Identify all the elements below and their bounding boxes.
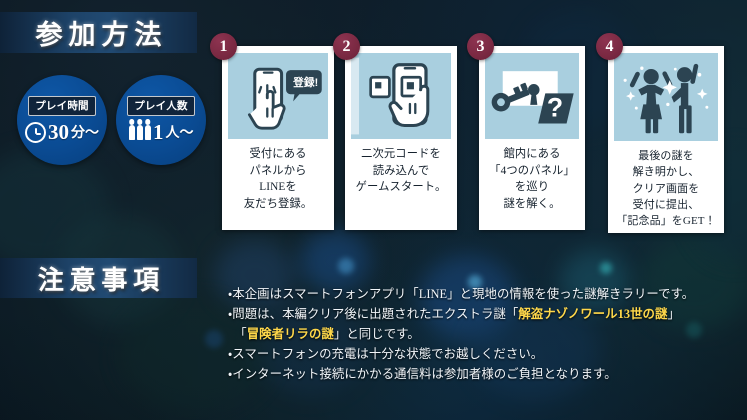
- note-item: ・スマートフォンの充電は十分な状態でお越しください。: [228, 344, 740, 364]
- step-number-badge-4: 4: [596, 33, 623, 60]
- notes-list: ・本企画はスマートフォンアプリ「LINE」と現地の情報を使った謎解きラリーです。…: [228, 284, 740, 384]
- section-title-notes: 注意事項: [37, 265, 165, 295]
- section-title-join: 参加方法: [35, 20, 168, 50]
- celebrating-people-icon: [614, 56, 718, 138]
- step-illustration-2: [351, 53, 451, 139]
- note-item: ・インターネット接続にかかる通信料は参加者様のご負担となります。: [228, 364, 740, 384]
- note-text: インターネット接続にかかる通信料は参加者様のご負担となります。: [232, 367, 617, 382]
- player-count-label: プレイ人数: [127, 95, 195, 116]
- step-illustration-1: 登録!: [228, 53, 328, 139]
- clock-icon: [25, 121, 46, 143]
- people-icon: [128, 124, 151, 140]
- step-card-text-2: 二次元コードを 読み込んで ゲームスタート。: [355, 148, 447, 194]
- step-illustration-4: [614, 53, 718, 141]
- note-item: ・問題は、本編クリア後に出題されたエクストラ謎「解盗ナゾノワール13世の謎」: [228, 304, 740, 324]
- note-text: 」: [667, 307, 680, 322]
- step-card-text-1: 受付にある パネルから LINEを 友だち登録。: [243, 148, 313, 211]
- play-time-unit: 分～: [71, 126, 99, 141]
- player-count-unit: 人～: [165, 126, 194, 141]
- step1-art-label: 登録!: [292, 76, 318, 89]
- hand-tapping-phone-icon: 登録!: [228, 57, 328, 135]
- note-bullet: ・: [228, 367, 233, 382]
- info-badge-player-count: プレイ人数 1 人～: [116, 75, 206, 165]
- section-banner-join: 参加方法: [0, 12, 197, 53]
- player-count-value: 1: [153, 119, 164, 144]
- note-item: 「冒険者リラの謎」と同じです。: [228, 324, 740, 344]
- step-card-4: 4: [596, 33, 724, 233]
- player-count-value-row: 1 人～: [128, 119, 194, 145]
- info-badge-play-time: プレイ時間 30 分～: [17, 75, 107, 165]
- play-time-value-row: 30 分～: [25, 120, 99, 145]
- key-and-question-panel-icon: ?: [485, 57, 579, 135]
- note-item: ・本企画はスマートフォンアプリ「LINE」と現地の情報を使った謎解きラリーです。: [228, 284, 740, 304]
- note-bullet: ・: [228, 287, 233, 301]
- note-text: 本企画はスマートフォンアプリ「LINE」と現地の情報を使った謎解きラリーです。: [232, 287, 695, 301]
- step-card-text-3: 館内にある 「4つのパネル」 を巡り 謎を解く。: [489, 148, 575, 211]
- note-text: 「: [240, 327, 247, 342]
- note-highlight: 冒険者リラの謎: [246, 327, 334, 342]
- step-card-1: 1 登録! 受付にある パネルから LINEを 友だち登録。: [210, 33, 334, 230]
- step-card-3: 3 ? 館内にある 「4つのパネル」 を巡り 謎: [467, 33, 585, 230]
- step-number-badge-2: 2: [333, 33, 360, 60]
- section-banner-notes: 注意事項: [0, 258, 197, 298]
- note-text: スマートフォンの充電は十分な状態でお越しください。: [232, 347, 544, 362]
- step-number-badge-3: 3: [467, 33, 494, 60]
- step-card-text-4: 最後の謎を 解き明かし、 クリア画面を 受付に提出、 「記念品」をGET！: [616, 150, 716, 228]
- step-card-2: 2 二次元コードを 読み込んで ゲームスタート。: [333, 33, 457, 230]
- play-time-label: プレイ時間: [28, 95, 96, 116]
- step3-art-label: ?: [547, 92, 563, 122]
- phone-scanning-qr-icon: [351, 57, 451, 135]
- note-highlight: 解盗ナゾノワール13世の謎: [518, 307, 668, 322]
- note-text: 問題は、本編クリア後に出題されたエクストラ謎「: [232, 307, 519, 322]
- note-text: 」と同じです。: [333, 327, 420, 342]
- note-bullet: [228, 327, 240, 341]
- step-number-badge-1: 1: [210, 33, 237, 60]
- note-bullet: ・: [228, 347, 233, 362]
- step-illustration-3: ?: [485, 53, 579, 139]
- play-time-value: 30: [48, 119, 69, 144]
- note-bullet: ・: [228, 307, 233, 322]
